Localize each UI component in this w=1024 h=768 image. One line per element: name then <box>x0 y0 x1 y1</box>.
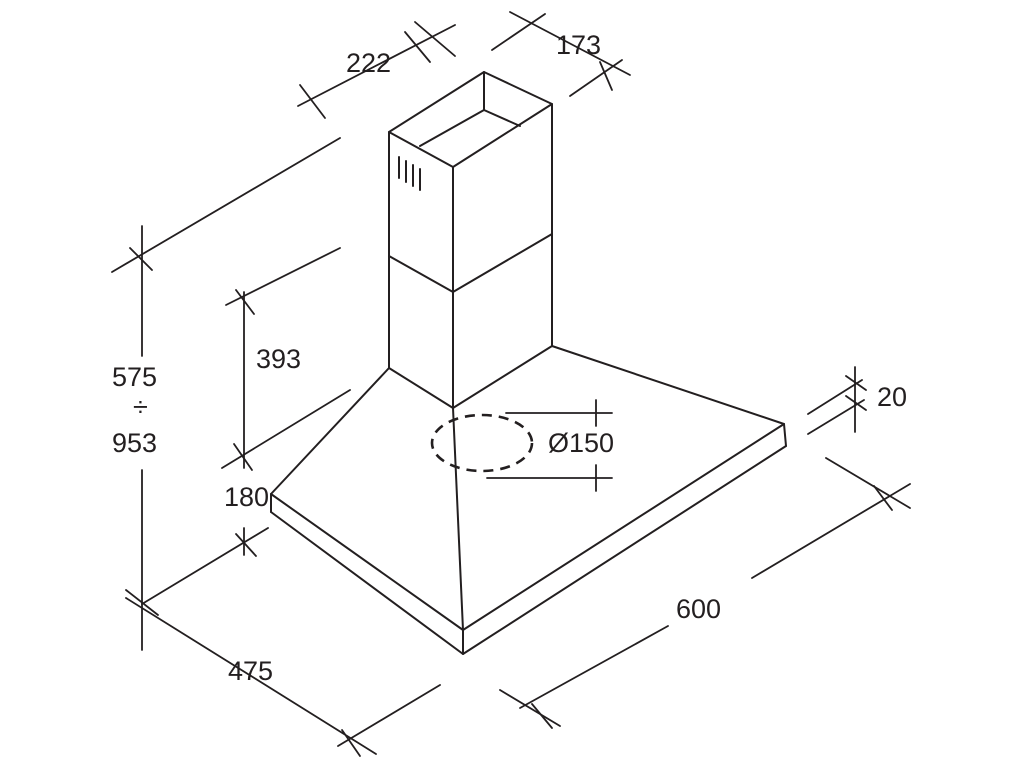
dim-475-line <box>141 527 269 605</box>
label-height-min: 575 <box>112 362 157 392</box>
canopy-chimney-base <box>388 367 454 409</box>
dim-222-line <box>297 24 456 107</box>
canopy-chimney-base-right <box>452 345 553 409</box>
chimney-top-rim <box>388 71 553 168</box>
chimney-top-inner2 <box>483 109 521 127</box>
label-canopy-side-height: 180 <box>224 482 269 512</box>
label-lip-thickness: 20 <box>877 382 907 412</box>
label-outlet-diameter: Ø150 <box>548 428 614 458</box>
canopy-front-left-slope <box>270 367 390 495</box>
label-depth: 475 <box>228 656 273 686</box>
vent-slots-icon <box>398 156 421 191</box>
dimension-lines <box>111 11 911 757</box>
canopy-front-center-slope <box>452 407 464 631</box>
dim-600-line <box>499 689 561 727</box>
chimney <box>388 71 553 409</box>
label-height-max: 953 <box>112 428 157 458</box>
label-chimney-width: 222 <box>346 48 391 78</box>
canopy-right-slope <box>551 345 785 425</box>
dimension-labels: 222 173 575 ÷ 953 393 180 475 600 20 Ø15… <box>112 30 907 686</box>
canopy <box>270 345 787 655</box>
label-height-range-symbol: ÷ <box>133 392 148 422</box>
dim-475-bottom <box>125 597 377 755</box>
dim-173-line <box>509 11 631 76</box>
dim-top-extension <box>111 137 341 273</box>
chimney-top-inner <box>419 109 485 147</box>
canopy-lip-right <box>783 423 787 447</box>
outlet-circle <box>430 413 534 473</box>
label-lower-chimney-height: 393 <box>256 344 301 374</box>
label-width: 600 <box>676 594 721 624</box>
label-chimney-depth: 173 <box>556 30 601 60</box>
chimney-joint <box>388 233 553 293</box>
